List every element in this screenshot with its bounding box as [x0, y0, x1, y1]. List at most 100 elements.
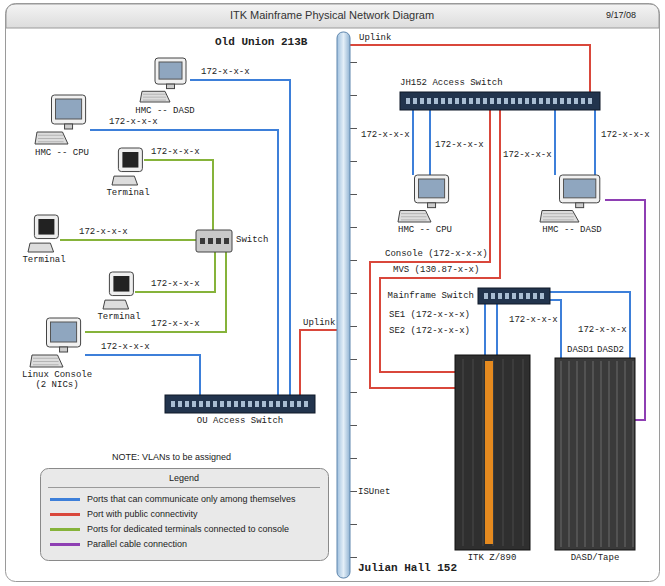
legend-row: Ports that can communicate only among th…	[50, 494, 296, 504]
legend-row: Port with public connectivity	[50, 509, 198, 519]
switch-port	[199, 401, 203, 407]
tick-mark	[350, 227, 357, 228]
network-device: HMC -- CPU	[398, 175, 453, 223]
switch-port	[178, 401, 182, 407]
switch-port	[546, 98, 550, 104]
connector-label: 172-x-x-x	[577, 325, 628, 335]
cable-connector	[135, 252, 215, 292]
key-row	[38, 141, 64, 142]
switch-port	[297, 401, 301, 407]
computer-icon	[398, 175, 453, 223]
device-label: HMC -- CPU	[35, 148, 89, 158]
tick-mark	[350, 161, 357, 162]
legend-rule	[48, 487, 320, 488]
switch-port	[491, 293, 495, 299]
keyboard	[540, 211, 579, 222]
connector-label: 172-x-x-x	[434, 140, 485, 150]
dasd-cabinet	[555, 358, 635, 550]
cabinet-panel	[585, 361, 586, 547]
cable-connector	[85, 252, 226, 332]
device-label: DASD/Tape	[571, 553, 620, 563]
network-device: OU Access Switch	[165, 395, 315, 413]
device-label: Terminal	[22, 255, 65, 265]
legend-text: Ports for dedicated terminals connected …	[87, 524, 289, 534]
hub-port	[208, 238, 213, 244]
device-label: Mainframe Switch	[388, 291, 474, 301]
cabinet-seam	[483, 359, 484, 546]
switch-case	[478, 288, 550, 304]
monitor-stand	[428, 203, 436, 208]
switch-port	[413, 98, 417, 104]
tick-mark	[350, 458, 357, 459]
diagram-title: ITK Mainframe Physical Network Diagram	[230, 9, 434, 22]
connector-label: 172-x-x-x	[502, 150, 553, 160]
cable-connector	[144, 160, 213, 230]
switch-port	[504, 98, 508, 104]
tick-mark	[350, 359, 357, 360]
hub-case	[196, 230, 232, 252]
keyboard	[398, 211, 431, 222]
cable-connector	[190, 80, 290, 395]
switch-port	[262, 401, 266, 407]
note-label: Old Union 213B	[215, 36, 307, 49]
switch-port	[462, 98, 466, 104]
legend-swatch	[50, 498, 80, 501]
monitor-case	[47, 318, 81, 347]
cable-connector	[85, 355, 200, 395]
connector-label: 172-x-x-x	[78, 227, 129, 237]
tick-mark	[350, 557, 357, 558]
device-label: DASD1	[567, 345, 594, 355]
switch-port	[560, 98, 564, 104]
hub-port	[200, 238, 205, 244]
tick-mark	[350, 128, 357, 129]
key-row	[143, 100, 166, 101]
note-label: 9/17/08	[606, 10, 636, 20]
switch-port	[574, 98, 578, 104]
cable-connector	[350, 45, 590, 92]
cable-connector	[429, 110, 431, 175]
cabinet-seam	[513, 359, 514, 546]
hub-icon	[196, 230, 232, 252]
legend-text: Parallel cable connection	[87, 539, 187, 549]
switch-port	[248, 401, 252, 407]
connector-label: Uplink	[302, 318, 336, 328]
switch-port	[532, 98, 536, 104]
monitor-case	[52, 95, 86, 124]
switch-port	[581, 98, 585, 104]
switch-port	[185, 401, 189, 407]
network-device: Terminal	[28, 215, 60, 253]
switch-port	[588, 98, 592, 104]
cabinet-stripe	[485, 361, 493, 544]
tick-mark	[350, 293, 357, 294]
monitor-screen	[564, 179, 596, 198]
monitor-case	[415, 175, 449, 203]
cabinet-panel	[617, 361, 618, 547]
terminal-icon	[28, 215, 60, 253]
connector-label: SE2 (172-x-x-x)	[388, 326, 471, 336]
network-device: HMC -- CPU	[35, 95, 90, 145]
monitor-stand	[65, 124, 73, 129]
switch-port	[539, 98, 543, 104]
cabinet-panel	[593, 361, 594, 547]
title-bar	[6, 4, 659, 28]
cable-connector	[550, 300, 561, 358]
legend-text: Port with public connectivity	[87, 509, 198, 519]
tick-mark	[350, 491, 357, 492]
storage-icon	[555, 358, 635, 550]
switch-port	[533, 293, 537, 299]
connector-label: 172-x-x-x	[150, 279, 201, 289]
connector-label: Console (172-x-x-x)	[384, 249, 489, 259]
cable-connector	[594, 110, 596, 175]
switch-port	[469, 98, 473, 104]
monitor-screen	[419, 179, 445, 198]
connector-label: MVS (130.87-x-x)	[392, 265, 480, 275]
switch-port	[290, 401, 294, 407]
backbone-icon	[337, 32, 350, 578]
network-device: Terminal	[112, 148, 144, 186]
legend-row: Parallel cable connection	[50, 539, 187, 549]
cable-connector	[380, 110, 500, 372]
switch-icon	[165, 395, 315, 413]
keyboard	[35, 132, 68, 144]
key-row	[38, 138, 64, 139]
connector-label: 172-x-x-x	[200, 67, 251, 77]
